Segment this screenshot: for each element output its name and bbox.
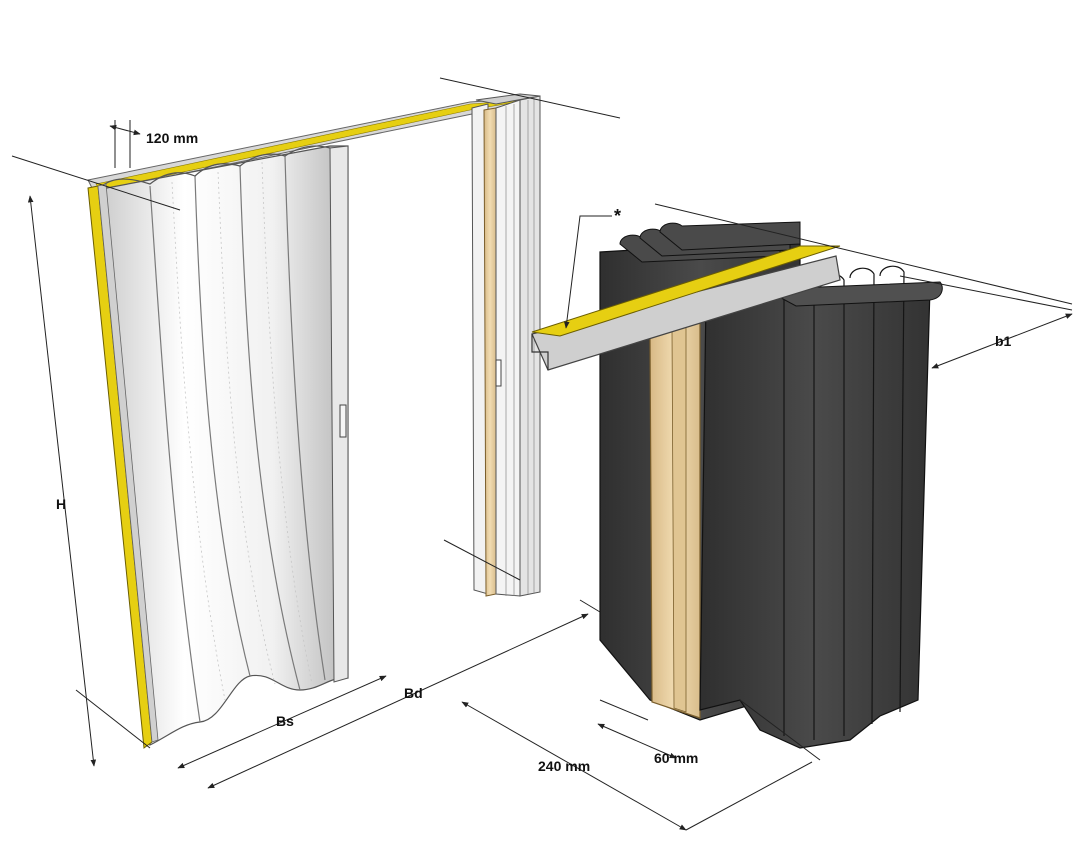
- door-handle: [339, 404, 347, 438]
- dim-60mm: [597, 723, 677, 759]
- panel-top-scallops: [99, 145, 331, 189]
- dim-bd: [207, 613, 589, 789]
- label-bs: Bs: [276, 713, 294, 729]
- dim-height: [27, 195, 97, 767]
- label-height: H: [56, 496, 66, 512]
- jamb-handle: [495, 359, 502, 387]
- detail-rail-yellow: [531, 245, 841, 337]
- dim-240mm: [461, 701, 687, 831]
- asterisk-leader: [564, 215, 612, 329]
- dark-stack-front: [699, 287, 931, 749]
- label-asterisk: *: [614, 206, 621, 226]
- dim-120mm: [109, 124, 141, 136]
- dim-b1: [931, 313, 1073, 369]
- label-bd: Bd: [404, 685, 423, 701]
- right-jamb: [471, 93, 541, 597]
- stacked-panels-detail: [531, 221, 943, 749]
- dimension-labels: 120 mm H Bs Bd b1 240 mm 60 mm *: [56, 130, 1012, 774]
- jamb-wood: [483, 107, 497, 597]
- label-60mm: 60 mm: [654, 750, 698, 766]
- dimension-lines: [11, 77, 1073, 831]
- label-120mm: 120 mm: [146, 130, 198, 146]
- label-240mm: 240 mm: [538, 758, 590, 774]
- detail-rail: [531, 255, 841, 371]
- left-folding-door: [87, 97, 531, 749]
- label-b1: b1: [995, 333, 1012, 349]
- folded-panel: [95, 145, 349, 746]
